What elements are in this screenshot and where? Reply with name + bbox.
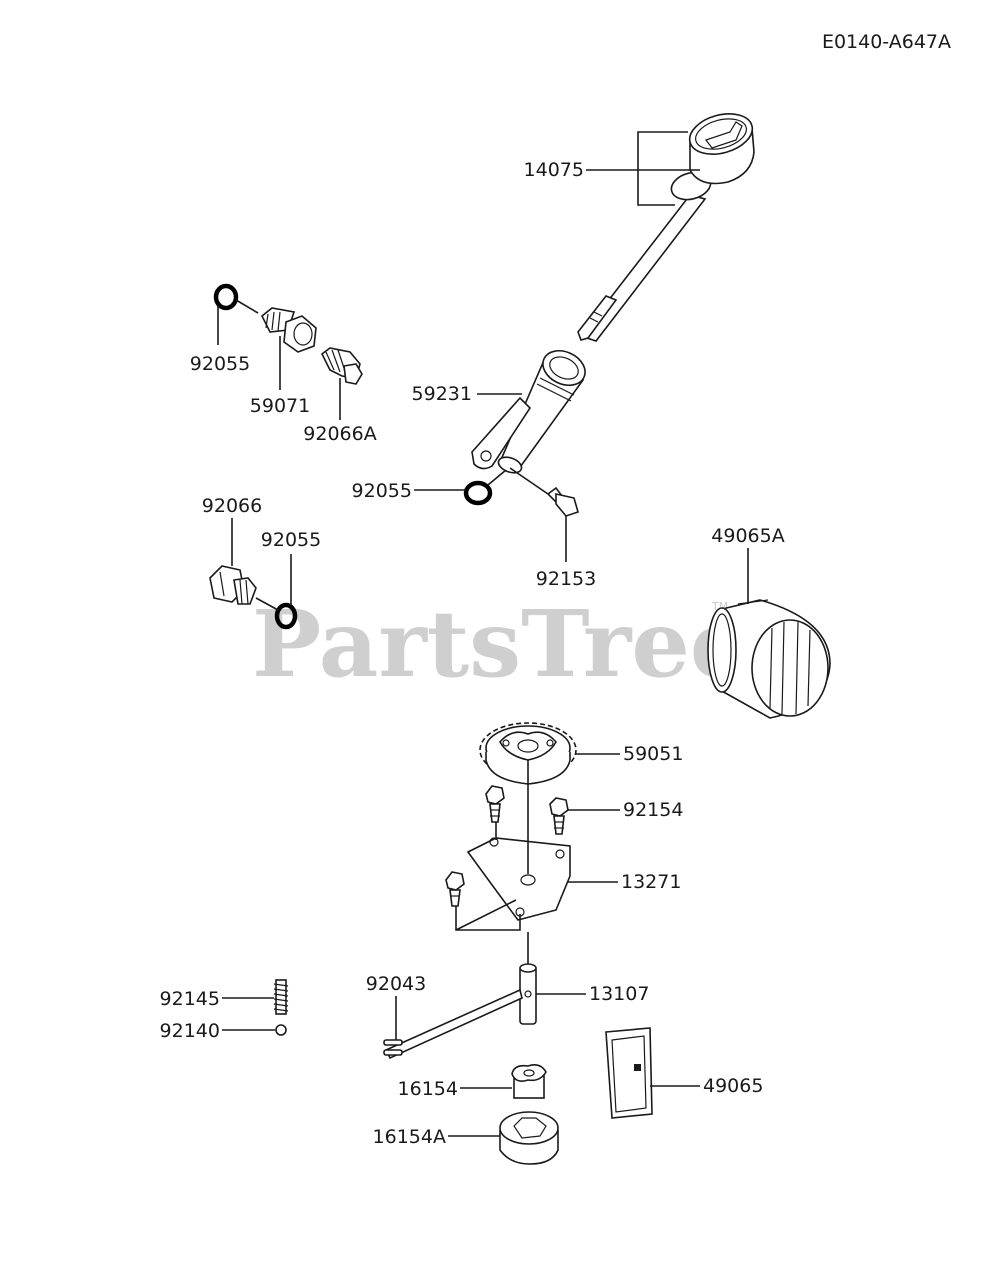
- label-16154A: 16154A: [373, 1126, 446, 1148]
- leader-92153-link: [509, 467, 549, 495]
- part-bolt-left: [485, 785, 505, 823]
- watermark-text: PartsTree: [252, 590, 748, 698]
- label-59231: 59231: [412, 383, 472, 405]
- part-ball: [275, 1024, 287, 1036]
- bracket-diagonal: [455, 899, 517, 931]
- label-59051: 59051: [623, 743, 683, 765]
- label-92154: 92154: [623, 799, 683, 821]
- part-o-ring-lower: [274, 602, 298, 630]
- part-dipstick: [577, 113, 755, 342]
- label-92153: 92153: [536, 568, 596, 590]
- leader-92055-top-left-link: [235, 299, 259, 314]
- label-14075: 14075: [524, 159, 584, 181]
- label-13271: 13271: [621, 871, 681, 893]
- part-bolt-92153: [546, 486, 579, 517]
- bracket-bolt-lower: [455, 906, 521, 931]
- part-o-ring-top-left: [213, 283, 239, 311]
- label-92043: 92043: [366, 973, 426, 995]
- label-49065A: 49065A: [711, 525, 784, 547]
- leader-14075: [586, 131, 700, 206]
- part-drain-plug: [209, 565, 257, 605]
- part-adapter: [260, 307, 317, 353]
- leader-92055-lower-link: [255, 597, 279, 611]
- label-92055-top-left: 92055: [190, 353, 250, 375]
- diagram-code: E0140-A647A: [822, 31, 951, 53]
- part-plug-small: [320, 347, 363, 385]
- label-59071: 59071: [250, 395, 310, 417]
- part-plate: [466, 837, 571, 921]
- part-pins: [383, 1039, 403, 1056]
- part-filler-tube: [471, 349, 586, 474]
- part-spring: [273, 979, 289, 1015]
- part-shaft: [384, 932, 537, 1060]
- part-outer-rotor: [499, 1111, 559, 1165]
- part-bolt-right: [549, 797, 569, 835]
- label-92055-middle: 92055: [352, 480, 412, 502]
- part-label-card: [605, 1027, 653, 1119]
- label-92140: 92140: [160, 1020, 220, 1042]
- part-o-ring-middle: [463, 480, 493, 506]
- label-92066A: 92066A: [303, 423, 376, 445]
- leader-92055-middle-link: [487, 469, 507, 486]
- label-16154: 16154: [398, 1078, 458, 1100]
- label-92145: 92145: [160, 988, 220, 1010]
- label-49065: 49065: [703, 1075, 763, 1097]
- part-oil-filter: [707, 599, 831, 719]
- watermark: PartsTree TM: [252, 590, 748, 698]
- label-92066: 92066: [202, 495, 262, 517]
- label-13107: 13107: [589, 983, 649, 1005]
- label-92055-lower: 92055: [261, 529, 321, 551]
- part-inner-rotor: [511, 1064, 547, 1099]
- part-bolt-lower: [445, 871, 465, 907]
